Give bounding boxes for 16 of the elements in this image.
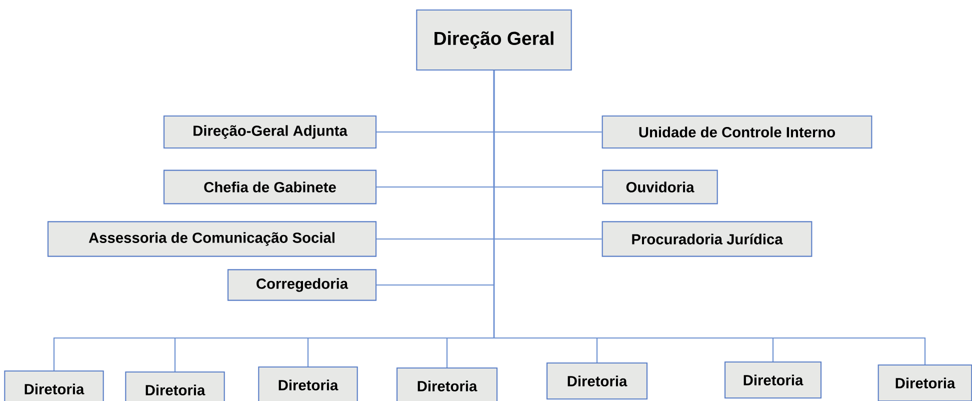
unit-box: Assessoria de Comunicação Social [47, 221, 377, 257]
directorate-box: Diretoria [546, 362, 648, 400]
directorate-box: Diretoria [258, 366, 358, 401]
head-box: Direção Geral [416, 9, 572, 71]
directorate-box: Diretoria [878, 364, 972, 401]
directorate-box: Diretoria [396, 367, 498, 401]
unit-box: Unidade de Controle Interno [602, 115, 872, 149]
unit-box: Corregedoria [227, 269, 377, 301]
directorate-box: Diretoria [125, 371, 225, 401]
unit-box: Ouvidoria [602, 170, 718, 204]
connector-line [493, 70, 926, 364]
directorate-box: Diretoria [4, 370, 104, 401]
unit-box: Direção-Geral Adjunta [163, 115, 377, 149]
unit-box: Procuradoria Jurídica [602, 221, 812, 257]
unit-box: Chefia de Gabinete [163, 170, 377, 204]
directorate-box: Diretoria [724, 361, 822, 399]
